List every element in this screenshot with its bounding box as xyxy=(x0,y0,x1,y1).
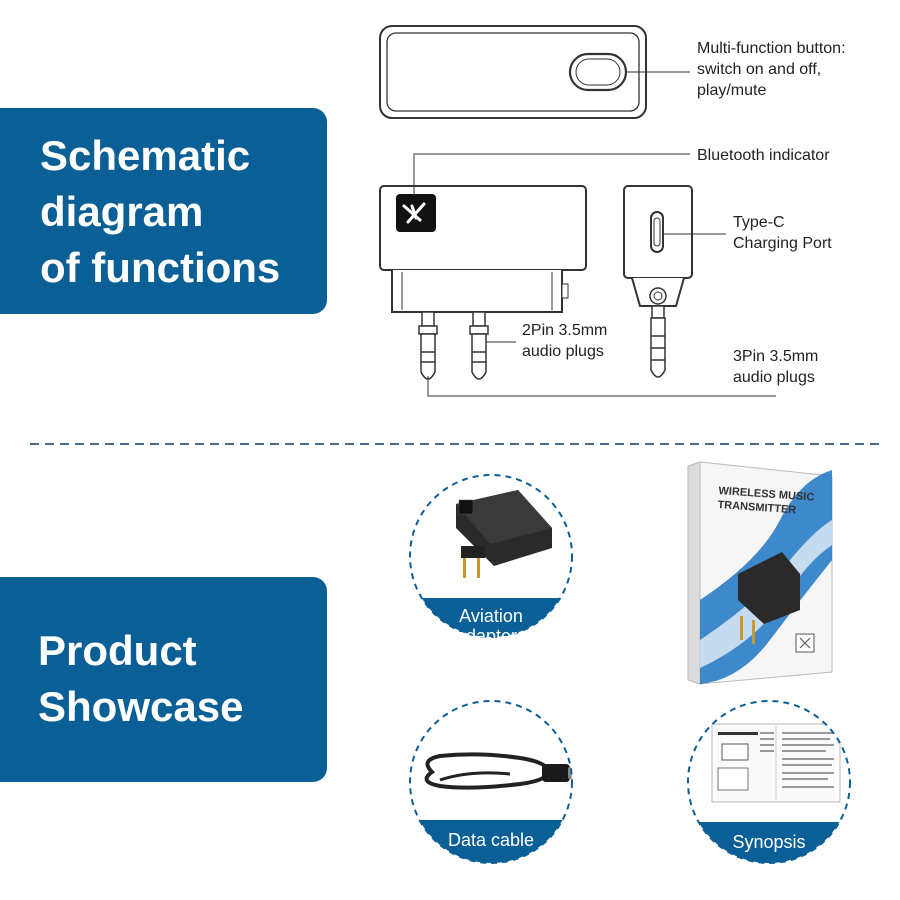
adapter-photo xyxy=(456,490,552,578)
aviation-label-line-2: adapters xyxy=(455,626,527,646)
audio-plug-right xyxy=(469,311,489,380)
synopsis-circle xyxy=(687,700,851,864)
multi-function-line-3: play/mute xyxy=(697,82,767,99)
multi-function-line-2: switch on and off, xyxy=(697,61,822,78)
product-box xyxy=(687,461,833,685)
two-pin-line-1: 2Pin 3.5mm xyxy=(522,322,608,339)
box-product-photo xyxy=(738,552,800,644)
multi-function-callout: Multi-function button: switch on and off… xyxy=(697,38,846,101)
leader-lines xyxy=(413,71,776,397)
device-front-view xyxy=(379,185,587,380)
cable-photo xyxy=(424,752,572,790)
aviation-adapter-circle xyxy=(409,474,573,638)
schematic-title-line-3: of functions xyxy=(40,244,281,291)
typec-line-1: Type-C xyxy=(733,214,785,231)
device-top-view xyxy=(379,25,647,119)
data-cable-circle xyxy=(409,700,573,864)
typec-callout: Type-C Charging Port xyxy=(733,212,832,254)
schematic-title-line-2: diagram xyxy=(40,188,204,235)
three-pin-callout: 3Pin 3.5mm audio plugs xyxy=(733,346,818,388)
aviation-label-line-1: Aviation xyxy=(459,606,523,626)
schematic-title: Schematic diagram of functions xyxy=(40,128,280,296)
data-cable-label: Data cable xyxy=(447,830,535,850)
three-pin-line-2: audio plugs xyxy=(733,369,815,386)
synopsis-label: Synopsis xyxy=(732,832,806,852)
showcase-title-line-1: Product xyxy=(38,627,197,674)
showcase-title: Product Showcase xyxy=(38,623,243,735)
three-pin-line-1: 3Pin 3.5mm xyxy=(733,348,819,365)
device-side-view xyxy=(623,185,693,378)
aviation-adapters-label: Aviation adapters xyxy=(431,606,551,646)
schematic-banner xyxy=(0,108,327,314)
manual-photo xyxy=(711,723,841,803)
multi-function-line-1: Multi-function button: xyxy=(697,40,846,57)
bluetooth-callout: Bluetooth indicator xyxy=(697,147,830,164)
two-pin-callout: 2Pin 3.5mm audio plugs xyxy=(522,320,607,362)
two-pin-line-2: audio plugs xyxy=(522,343,604,360)
typec-line-2: Charging Port xyxy=(733,235,832,252)
audio-plug-left xyxy=(418,311,438,380)
showcase-title-line-2: Showcase xyxy=(38,683,244,730)
showcase-banner xyxy=(0,577,327,782)
schematic-title-line-1: Schematic xyxy=(40,132,251,179)
